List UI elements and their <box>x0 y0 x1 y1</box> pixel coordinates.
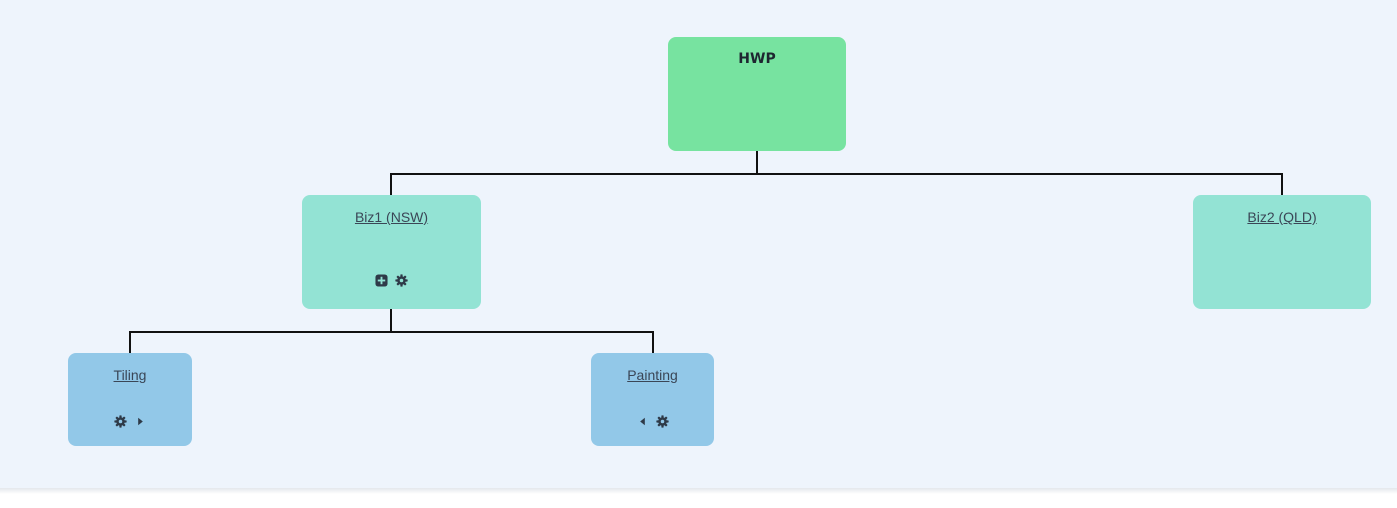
node-title-tiling-link[interactable]: Tiling <box>113 367 147 383</box>
connector-tiling-up <box>129 331 131 354</box>
node-painting-actions <box>591 415 714 428</box>
node-biz1-actions <box>302 274 481 287</box>
node-tiling-actions <box>68 415 192 428</box>
node-title-painting-link[interactable]: Painting <box>627 367 678 383</box>
plus-square-icon[interactable] <box>375 274 388 287</box>
caret-right-icon[interactable] <box>134 415 147 428</box>
gear-icon[interactable] <box>113 415 127 428</box>
node-title-biz1-link[interactable]: Biz1 (NSW) <box>354 209 429 225</box>
connector-level1-horizontal <box>390 173 1283 175</box>
connector-painting-up <box>652 331 654 354</box>
node-hwp[interactable]: HWP <box>668 37 846 151</box>
gear-icon[interactable] <box>395 274 408 287</box>
node-title-hwp: HWP <box>738 51 776 67</box>
connector-biz2-up <box>1281 173 1283 196</box>
node-tiling[interactable]: Tiling <box>68 353 192 446</box>
connector-level2-horizontal <box>129 331 654 333</box>
node-title-biz2-link[interactable]: Biz2 (QLD) <box>1247 209 1317 225</box>
node-painting[interactable]: Painting <box>591 353 714 446</box>
connector-biz1-up <box>390 173 392 196</box>
node-biz1[interactable]: Biz1 (NSW) <box>302 195 481 309</box>
footer-divider <box>0 488 1397 494</box>
gear-icon[interactable] <box>656 415 669 428</box>
connector-root-down <box>756 151 758 174</box>
caret-left-icon[interactable] <box>636 415 649 428</box>
connector-biz1-down <box>390 309 392 332</box>
org-chart-canvas: HWP Biz1 (NSW) Biz2 (QLD) Tiling <box>0 0 1397 488</box>
node-biz2[interactable]: Biz2 (QLD) <box>1193 195 1371 309</box>
